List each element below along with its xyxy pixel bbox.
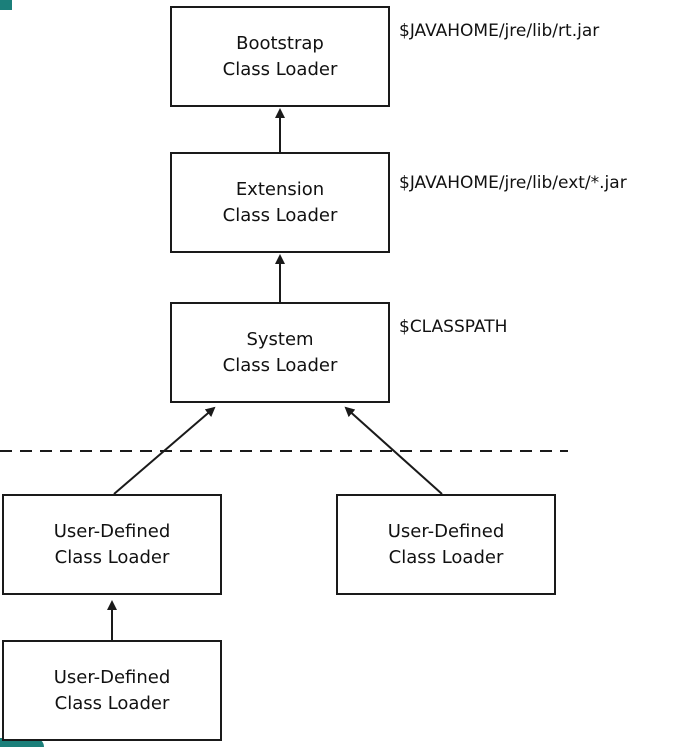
- user-left-label-line2: Class Loader: [54, 546, 170, 568]
- corner-accent-bottom: [0, 738, 44, 747]
- bootstrap-class-loader-box: Bootstrap Class Loader: [170, 6, 390, 107]
- user-defined-class-loader-bottom-box: User-Defined Class Loader: [2, 640, 222, 741]
- system-label-line1: System: [246, 328, 314, 350]
- system-class-loader-box: System Class Loader: [170, 302, 390, 403]
- arrow-user-right-to-system: [344, 406, 443, 495]
- user-defined-class-loader-right-box: User-Defined Class Loader: [336, 494, 556, 595]
- user-right-label-line2: Class Loader: [388, 546, 504, 568]
- user-bottom-label-line1: User-Defined: [53, 666, 171, 688]
- system-path-label: $CLASSPATH: [399, 317, 508, 337]
- system-label-line2: Class Loader: [222, 354, 338, 376]
- user-left-label-line1: User-Defined: [53, 520, 171, 542]
- extension-path-label: $JAVAHOME/jre/lib/ext/*.jar: [399, 173, 627, 193]
- extension-class-loader-box: Extension Class Loader: [170, 152, 390, 253]
- user-bottom-label-line2: Class Loader: [54, 692, 170, 714]
- bootstrap-label-line1: Bootstrap: [236, 32, 324, 54]
- bootstrap-path-label: $JAVAHOME/jre/lib/rt.jar: [399, 21, 600, 41]
- user-right-label-line1: User-Defined: [387, 520, 505, 542]
- extension-label-line1: Extension: [235, 178, 325, 200]
- bootstrap-label-line2: Class Loader: [222, 58, 338, 80]
- extension-label-line2: Class Loader: [222, 204, 338, 226]
- corner-accent-top: [0, 0, 12, 10]
- user-defined-class-loader-left-box: User-Defined Class Loader: [2, 494, 222, 595]
